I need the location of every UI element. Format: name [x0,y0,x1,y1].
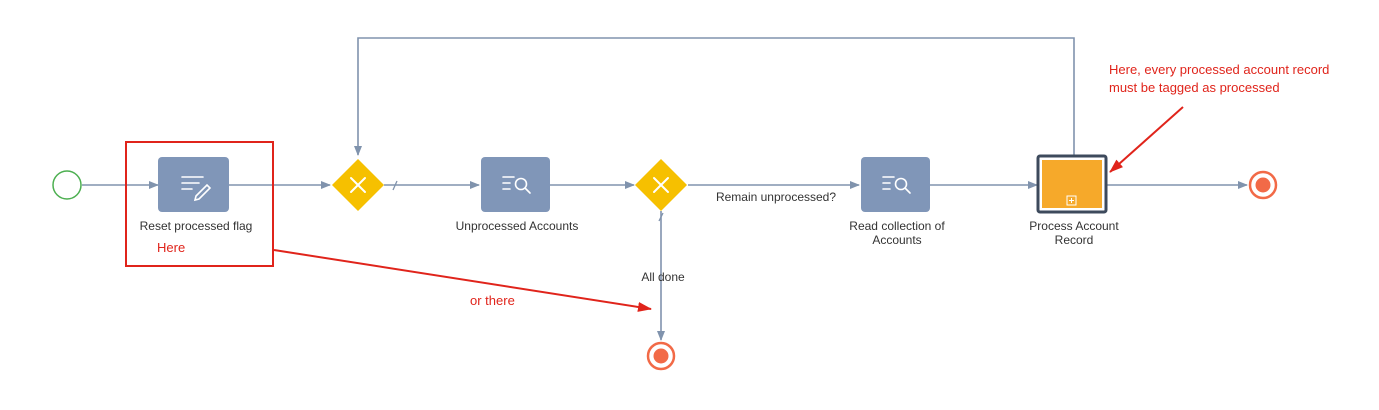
task-read-collection-of-accounts[interactable] [861,157,930,212]
exclusive-gateway-2[interactable] [635,159,687,211]
task-label-reset: Reset processed flag [139,219,253,233]
annotation-or-there: or there [470,293,515,308]
start-event[interactable] [52,170,82,200]
default-flow-markers [392,180,664,222]
task-label-unprocessed: Unprocessed Accounts [455,219,579,233]
annotation-arrow-note [1109,106,1184,173]
annotation-here: Here [157,240,186,255]
subprocess-process-account-record[interactable] [1036,154,1108,214]
task-unprocessed-accounts[interactable] [481,157,550,212]
subprocess-expand-icon [1066,195,1077,206]
end-event-all-done[interactable] [646,341,676,371]
flow-label-remain-unprocessed: Remain unprocessed? [715,190,837,204]
task-label-read-line1: Read collection of [849,219,945,233]
flow-label-all-done: All done [641,270,685,284]
exclusive-x-icon [653,177,669,193]
search-list-icon [502,176,531,194]
task-reset-processed-flag[interactable] [158,157,229,212]
highlight-box [125,141,274,267]
exclusive-gateway-1[interactable] [332,159,384,211]
exclusive-x-icon [350,177,366,193]
edit-list-icon [181,176,212,202]
annotation-note-line1: Here, every processed account record [1109,62,1330,77]
annotation-arrow-or-there [273,249,652,312]
end-event-main[interactable] [1248,170,1278,200]
task-label-process-line1: Process Account [1029,219,1119,233]
annotation-note-line2: must be tagged as processed [1109,80,1280,95]
task-label-process-line2: Record [1054,233,1094,247]
flow-loop-back[interactable] [354,37,1075,157]
sequence-flows [82,37,1248,341]
search-list-icon [882,176,911,194]
task-label-read-line2: Accounts [872,233,922,247]
